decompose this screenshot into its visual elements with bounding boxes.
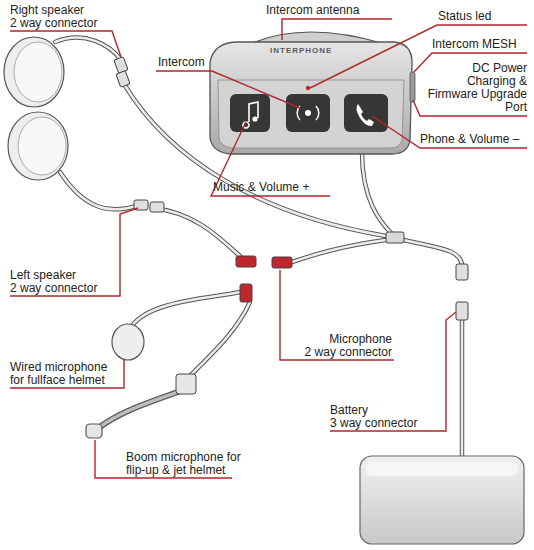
- label-word: &: [248, 180, 259, 194]
- label-word: fullface: [27, 373, 68, 387]
- part-label: Status led: [438, 10, 491, 23]
- label-word: Boom: [126, 450, 161, 464]
- button-label: Phone & Volume –: [420, 133, 519, 146]
- label-word: Volume: [259, 180, 302, 194]
- label-word: antenna: [316, 3, 359, 17]
- label-word: connector: [339, 345, 392, 359]
- part-label: Boom microphone for flip-up & jet helmet: [126, 451, 241, 477]
- label-word: microphone: [45, 360, 108, 374]
- left-speaker: [8, 112, 68, 180]
- label-word: connector: [45, 281, 98, 295]
- label-word: flip-up: [126, 463, 162, 477]
- part-label: Battery 3 way connector: [330, 404, 417, 430]
- battery: [360, 456, 524, 544]
- label-word: Status: [438, 9, 475, 23]
- wired-microphone: [112, 324, 144, 360]
- part-label: Wired microphone for fullface helmet: [10, 361, 107, 387]
- part-label: Intercom MESH: [432, 38, 517, 51]
- label-word: Intercom: [266, 3, 316, 17]
- label-word: 3: [330, 416, 340, 430]
- label-word: led: [475, 9, 491, 23]
- label-word: Microphone: [329, 332, 392, 346]
- boom-mic-head: [86, 424, 102, 438]
- label-word: –: [513, 132, 520, 146]
- label-word: helmet: [69, 373, 105, 387]
- label-word: Right: [10, 3, 41, 17]
- label-word: Intercom: [158, 55, 205, 69]
- label-word: Volume: [469, 132, 512, 146]
- label-word: Wired: [10, 360, 45, 374]
- label-word: helmet: [189, 463, 225, 477]
- label-word: way: [20, 16, 45, 30]
- button-label: Intercom: [158, 56, 205, 69]
- port-label: DC Power Charging & Firmware Upgrade Por…: [428, 62, 527, 114]
- label-word: way: [20, 281, 45, 295]
- label-word: way: [340, 416, 365, 430]
- label-word: Phone: [420, 132, 458, 146]
- label-word: for: [227, 450, 241, 464]
- label-word: Battery: [330, 403, 368, 417]
- part-label: Left speaker 2 way connector: [10, 269, 97, 295]
- label-word: &: [458, 132, 469, 146]
- label-word: jet: [173, 463, 189, 477]
- label-word: Charging: [467, 74, 519, 88]
- part-label: Microphone 2 way connector: [305, 333, 392, 359]
- label-word: Intercom: [432, 37, 482, 51]
- label-word: DC: [472, 61, 493, 75]
- label-word: speaker: [41, 3, 84, 17]
- right-speaker: [4, 37, 64, 107]
- button-label: Music & Volume +: [213, 181, 309, 194]
- label-word: microphone: [161, 450, 227, 464]
- leader-lines: [10, 19, 527, 478]
- part-label: Right speaker 2 way connector: [10, 4, 97, 30]
- connectors: [114, 57, 468, 394]
- intercom-unit: [210, 32, 415, 154]
- label-word: Left: [10, 268, 33, 282]
- brand-logo: INTERPHONE: [270, 46, 332, 55]
- label-word: Port: [505, 100, 527, 114]
- cables: [55, 38, 462, 458]
- label-word: MESH: [482, 37, 517, 51]
- label-word: connector: [45, 16, 98, 30]
- label-word: connector: [365, 416, 418, 430]
- label-word: 2: [305, 345, 315, 359]
- label-word: INTERPHONE: [270, 46, 332, 55]
- label-word: +: [302, 180, 309, 194]
- label-word: Upgrade: [481, 87, 527, 101]
- label-word: Power: [493, 61, 527, 75]
- label-word: &: [519, 74, 527, 88]
- part-label: Intercom antenna: [266, 4, 359, 17]
- label-word: way: [315, 345, 340, 359]
- label-word: 2: [10, 16, 20, 30]
- label-word: for: [10, 373, 27, 387]
- label-word: speaker: [33, 268, 76, 282]
- label-word: 2: [10, 281, 20, 295]
- label-word: Music: [213, 180, 248, 194]
- label-word: Firmware: [428, 87, 481, 101]
- label-word: &: [162, 463, 173, 477]
